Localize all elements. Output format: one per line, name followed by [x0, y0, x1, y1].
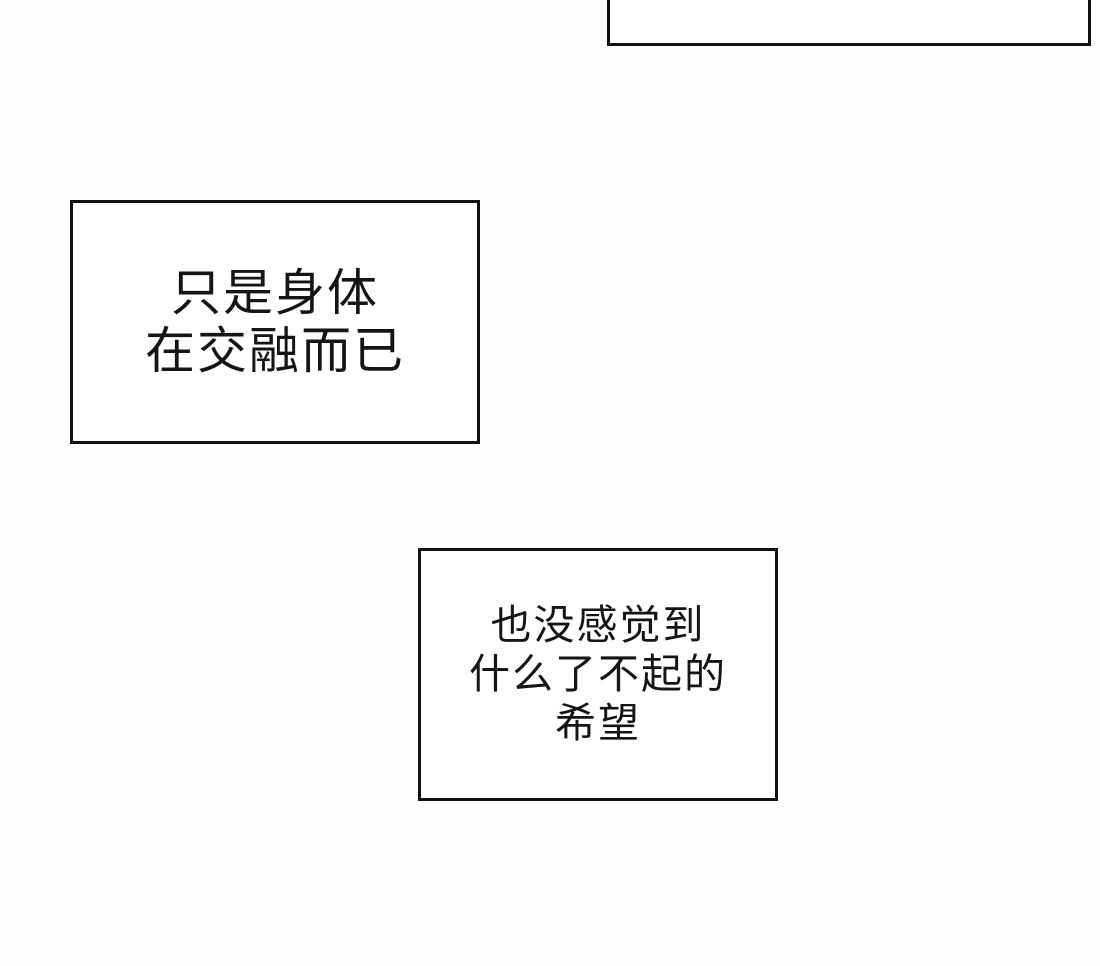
caption-text-line: 在交融而已 [145, 323, 405, 379]
caption-text-line: 希望 [555, 700, 641, 746]
caption-text-line: 也没感觉到 [490, 602, 706, 648]
caption-box-left: 只是身体 在交融而已 [70, 200, 480, 444]
caption-text-line: 什么了不起的 [469, 651, 727, 697]
caption-text-line: 只是身体 [171, 265, 379, 321]
caption-box-top-partial [607, 0, 1091, 46]
caption-box-bottom: 也没感觉到 什么了不起的 希望 [418, 548, 778, 801]
